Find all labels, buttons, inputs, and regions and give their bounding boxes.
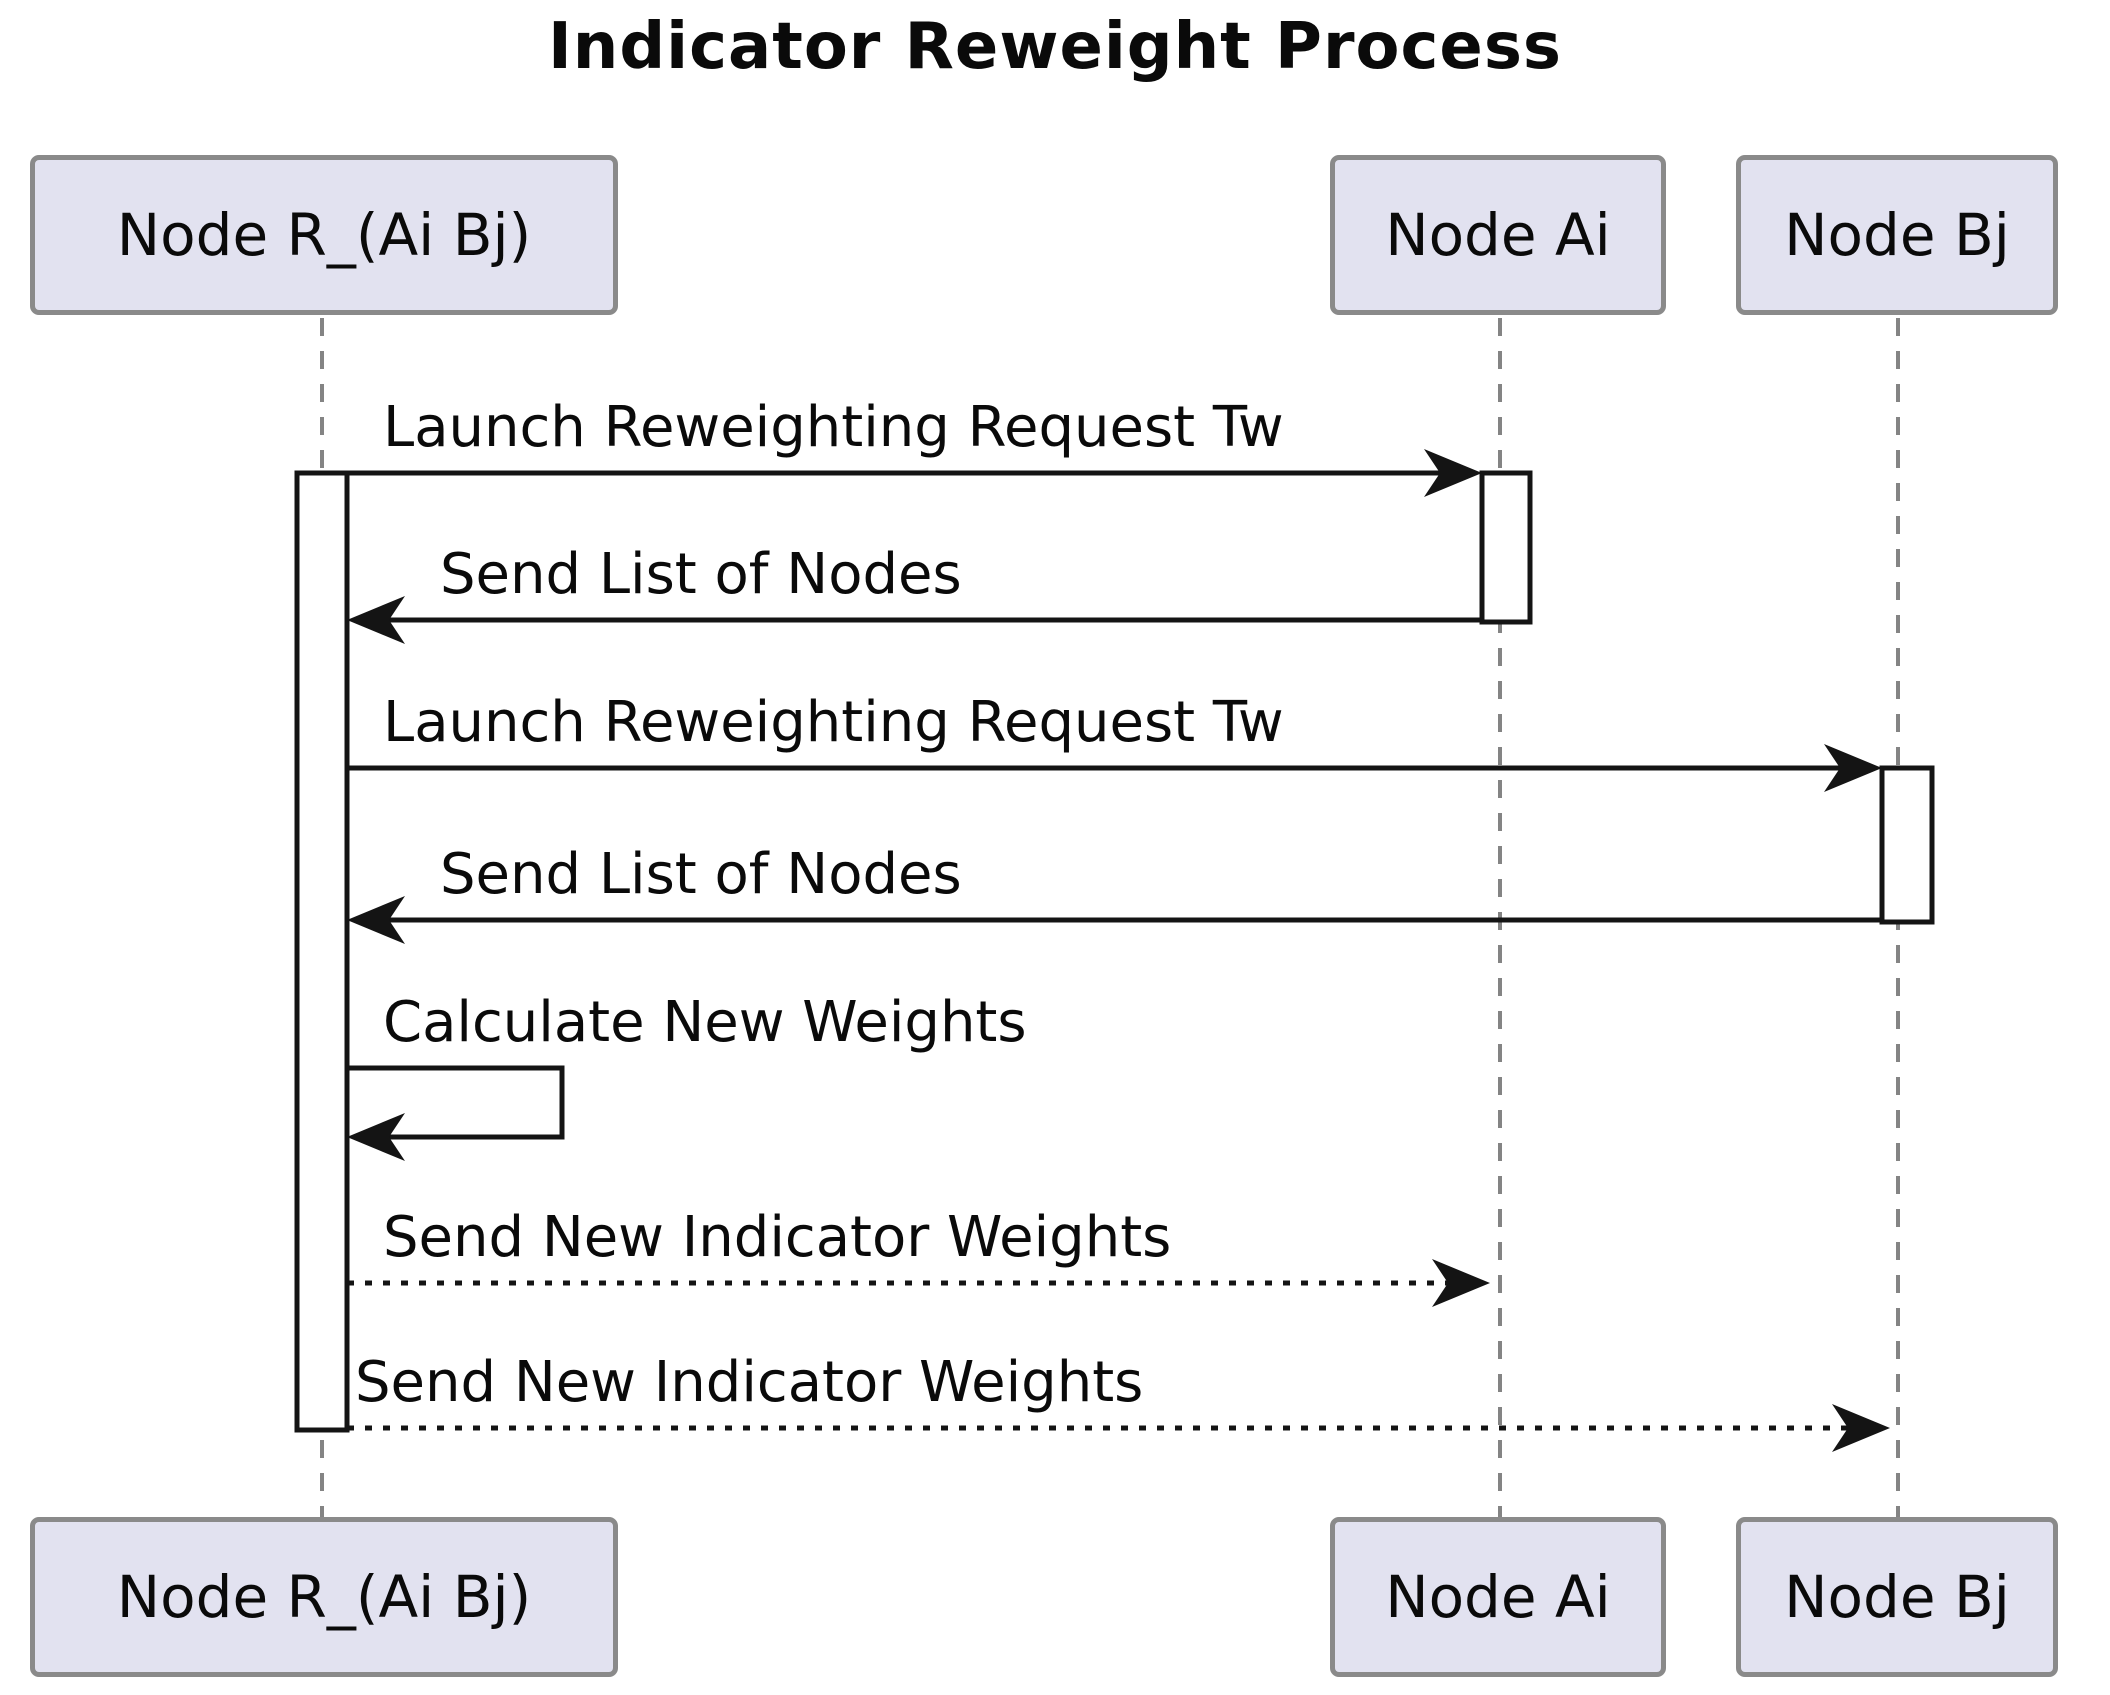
participant-node-ai-label: Node Ai bbox=[1385, 201, 1611, 269]
participant-node-bj-bottom: Node Bj bbox=[1736, 1517, 2058, 1677]
arrowhead-send-new-weights-bj bbox=[1832, 1404, 1890, 1452]
arrowhead-calculate-weights-self bbox=[347, 1113, 405, 1161]
message-label-launch-reweighting-bj: Launch Reweighting Request Tw bbox=[383, 690, 1284, 755]
message-label-send-list-ai: Send List of Nodes bbox=[440, 542, 962, 607]
arrow-calculate-weights-self bbox=[347, 1065, 565, 1140]
message-label-send-new-weights-bj: Send New Indicator Weights bbox=[355, 1350, 1144, 1415]
arrowhead-launch-reweighting-ai bbox=[1424, 449, 1482, 497]
arrowhead-send-list-ai bbox=[347, 596, 405, 644]
message-label-send-list-bj: Send List of Nodes bbox=[440, 842, 962, 907]
diagram-title: Indicator Reweight Process bbox=[547, 10, 1563, 84]
arrowhead-launch-reweighting-bj bbox=[1824, 744, 1882, 792]
message-label-calculate-weights: Calculate New Weights bbox=[383, 990, 1027, 1055]
participant-node-r-top: Node R_(Ai Bj) bbox=[30, 155, 618, 315]
arrowhead-send-list-bj bbox=[347, 896, 405, 944]
participant-node-r-bottom: Node R_(Ai Bj) bbox=[30, 1517, 618, 1677]
message-label-send-new-weights-ai: Send New Indicator Weights bbox=[383, 1205, 1172, 1270]
activation-bar-node-bj bbox=[1879, 765, 1935, 925]
activation-bar-node-r bbox=[294, 470, 350, 1433]
participant-node-ai-top: Node Ai bbox=[1330, 155, 1666, 315]
arrowhead-send-new-weights-ai bbox=[1432, 1259, 1490, 1307]
message-label-launch-reweighting-ai: Launch Reweighting Request Tw bbox=[383, 395, 1284, 460]
participant-node-bj-top: Node Bj bbox=[1736, 155, 2058, 315]
participant-node-r-label: Node R_(Ai Bj) bbox=[116, 201, 532, 269]
participant-node-bj-label: Node Bj bbox=[1784, 201, 2010, 269]
participant-node-r-label: Node R_(Ai Bj) bbox=[116, 1563, 532, 1631]
participant-node-ai-label: Node Ai bbox=[1385, 1563, 1611, 1631]
participant-node-bj-label: Node Bj bbox=[1784, 1563, 2010, 1631]
activation-bar-node-ai bbox=[1479, 470, 1533, 625]
participant-node-ai-bottom: Node Ai bbox=[1330, 1517, 1666, 1677]
